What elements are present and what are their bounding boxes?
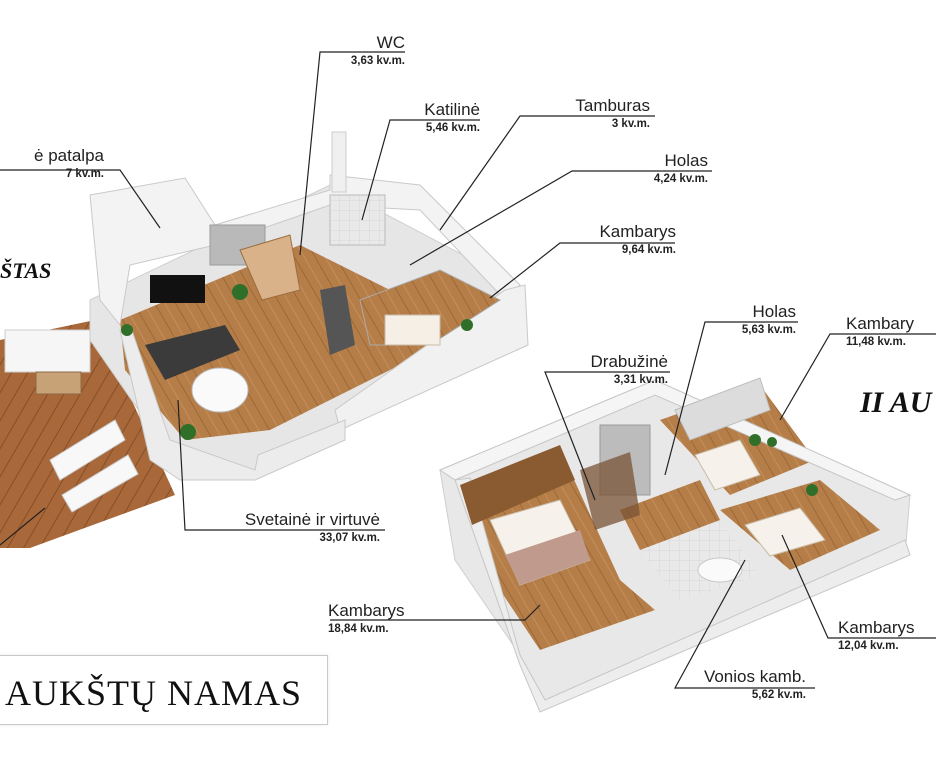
- label-kambarys3: Kambarys 18,84 kv.m.: [328, 601, 405, 637]
- leader-kambarys2: [779, 333, 936, 421]
- room-name: Vonios kamb.: [703, 667, 806, 686]
- staircase: [239, 234, 301, 301]
- house-title: AUKŠTŲ NAMAS: [5, 673, 303, 713]
- wardrobe: [580, 452, 640, 530]
- outer-wall-right: [334, 284, 529, 431]
- leader-kambarys1: [489, 242, 675, 299]
- leader-kambarys4: [781, 534, 936, 639]
- label-holas1: Holas 4,24 kv.m.: [654, 151, 708, 187]
- room-area: 7 kv.m.: [65, 168, 104, 180]
- room-area: 4,24 kv.m.: [653, 173, 708, 185]
- wall-front-2: [454, 477, 911, 713]
- room-name: Drabužinė: [590, 352, 669, 371]
- leader-drabuzine: [544, 371, 670, 501]
- leader-patalpa: [0, 169, 161, 229]
- outer-wall-front: [119, 324, 346, 481]
- room-name: Kambarys: [599, 222, 676, 241]
- plant: [806, 484, 818, 496]
- bed-ground: [384, 314, 441, 346]
- plant: [461, 319, 473, 331]
- dining-table: [191, 367, 249, 413]
- room-area: 33,07 kv.m.: [319, 532, 380, 544]
- plant: [121, 324, 133, 336]
- chimney: [331, 131, 347, 193]
- bathtub: [697, 557, 743, 583]
- room-area: 12,04 kv.m.: [838, 640, 899, 652]
- sofa: [145, 325, 240, 380]
- room-area: 5,62 kv.m.: [751, 689, 806, 701]
- label-wc: WC 3,63 kv.m.: [351, 33, 405, 69]
- sun-lounger-2: [61, 454, 139, 513]
- bed-top: [694, 439, 761, 491]
- leader-holas1: [409, 170, 712, 266]
- leader-kambarys3: [330, 604, 541, 621]
- leader-vonios: [673, 559, 815, 689]
- plant: [180, 424, 196, 440]
- plant: [749, 434, 761, 446]
- leader-lines: [0, 51, 936, 689]
- label-tamburas: Tamburas 3 kv.m.: [575, 96, 650, 132]
- room-area: 9,64 kv.m.: [621, 244, 676, 256]
- leader-tamburas: [439, 115, 655, 231]
- label-patalpa: ė patalpa 7 kv.m.: [34, 146, 104, 182]
- boiler-room: [329, 194, 386, 246]
- ground-floor-title: ŠTAS: [0, 258, 52, 283]
- room-name: ė patalpa: [34, 146, 104, 165]
- headboard-wall: [460, 445, 575, 525]
- room-area: 3,63 kv.m.: [350, 55, 405, 67]
- leader-holas2: [664, 321, 798, 476]
- leader-svetaine: [177, 399, 385, 531]
- label-kambarys1: Kambarys 9,64 kv.m.: [599, 222, 676, 258]
- label-holas2: Holas 5,63 kv.m.: [742, 302, 796, 338]
- room-name: WC: [376, 33, 405, 52]
- leader-patio: [0, 507, 46, 546]
- room-name: Kambarys: [838, 618, 915, 637]
- label-drabuzine: Drabužinė 3,31 kv.m.: [591, 352, 669, 388]
- kitchen-counter: [320, 285, 355, 355]
- bed-large-blanket: [505, 530, 590, 585]
- leader-katiline: [361, 119, 480, 221]
- label-kambarys4: Kambarys 12,04 kv.m.: [838, 618, 915, 654]
- second-floor-model: [438, 377, 912, 713]
- outdoor-sofa: [4, 329, 91, 373]
- label-svetaine: Svetainė ir virtuvė 33,07 kv.m.: [245, 510, 380, 546]
- plant: [767, 437, 777, 447]
- tv: [150, 275, 205, 303]
- bed-right: [744, 507, 826, 557]
- room-name: Kambary: [846, 314, 915, 333]
- second-floor-title: II AU: [860, 386, 932, 419]
- label-vonios: Vonios kamb. 5,62 kv.m.: [704, 667, 806, 703]
- room-area: 5,63 kv.m.: [741, 324, 796, 336]
- house-title-box: AUKŠTŲ NAMAS: [0, 655, 328, 725]
- ground-floor-model: [0, 131, 529, 548]
- pattern-wall: [674, 377, 771, 441]
- room-area: 3 kv.m.: [611, 118, 650, 130]
- room-name: Svetainė ir virtuvė: [244, 510, 380, 529]
- label-katiline: Katilinė 5,46 kv.m.: [424, 100, 480, 136]
- room-name: Katilinė: [424, 100, 480, 119]
- room-area: 3,31 kv.m.: [613, 374, 668, 386]
- coffee-table: [35, 371, 82, 395]
- plant: [232, 284, 248, 300]
- hall-floor: [620, 480, 720, 550]
- label-kambarys2: Kambary 11,48 kv.m.: [846, 314, 914, 350]
- room-area: 5,46 kv.m.: [425, 122, 480, 134]
- room-area: 18,84 kv.m.: [328, 623, 389, 635]
- room-area: 11,48 kv.m.: [846, 336, 906, 348]
- room-name: Tamburas: [575, 96, 650, 115]
- room-name: Kambarys: [328, 601, 405, 620]
- leader-wc: [299, 51, 405, 256]
- room-name: Holas: [664, 151, 708, 170]
- room-name: Holas: [752, 302, 796, 321]
- sun-lounger-1: [49, 419, 126, 481]
